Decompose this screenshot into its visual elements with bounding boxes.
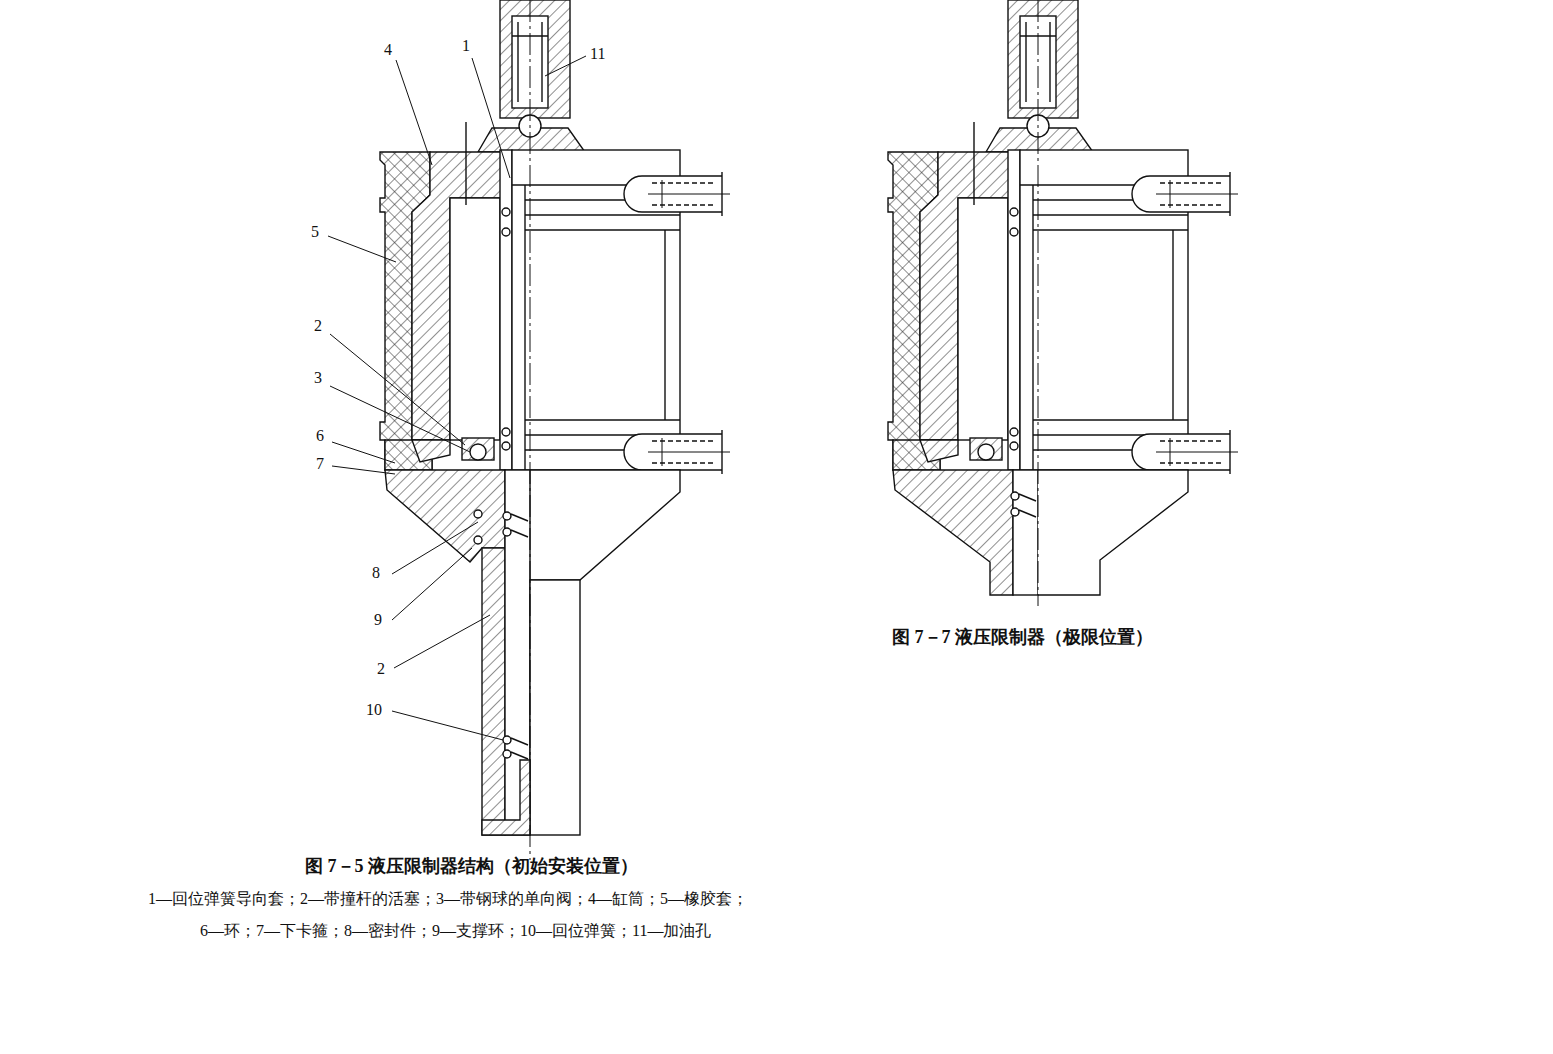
callout-number: 4 [384, 40, 392, 59]
callout-number: 8 [372, 563, 380, 582]
callout-number: 10 [366, 700, 382, 719]
figure-caption: 图 7－7 液压限制器（极限位置） [892, 627, 1153, 649]
callout-number: 7 [316, 454, 324, 473]
parts-list: 1—回位弹簧导向套；2—带撞杆的活塞；3—带钢球的单向阀；4—缸筒；5—橡胶套； [148, 889, 748, 908]
figure-limit [888, 0, 1238, 606]
callout-number: 2 [377, 659, 385, 678]
callout-number: 1 [462, 36, 470, 55]
figure-initial [328, 0, 730, 860]
callout-number: 2 [314, 316, 322, 335]
callout-number: 9 [374, 610, 382, 629]
callout-number: 6 [316, 426, 324, 445]
callout-number: 3 [314, 368, 322, 387]
callout-number: 5 [311, 222, 319, 241]
figure-caption: 图 7－5 液压限制器结构（初始安装位置） [305, 856, 638, 878]
callout-number: 11 [590, 44, 605, 63]
parts-list: 6—环；7—下卡箍；8—密封件；9—支撑环；10—回位弹簧；11—加油孔 [200, 921, 711, 940]
